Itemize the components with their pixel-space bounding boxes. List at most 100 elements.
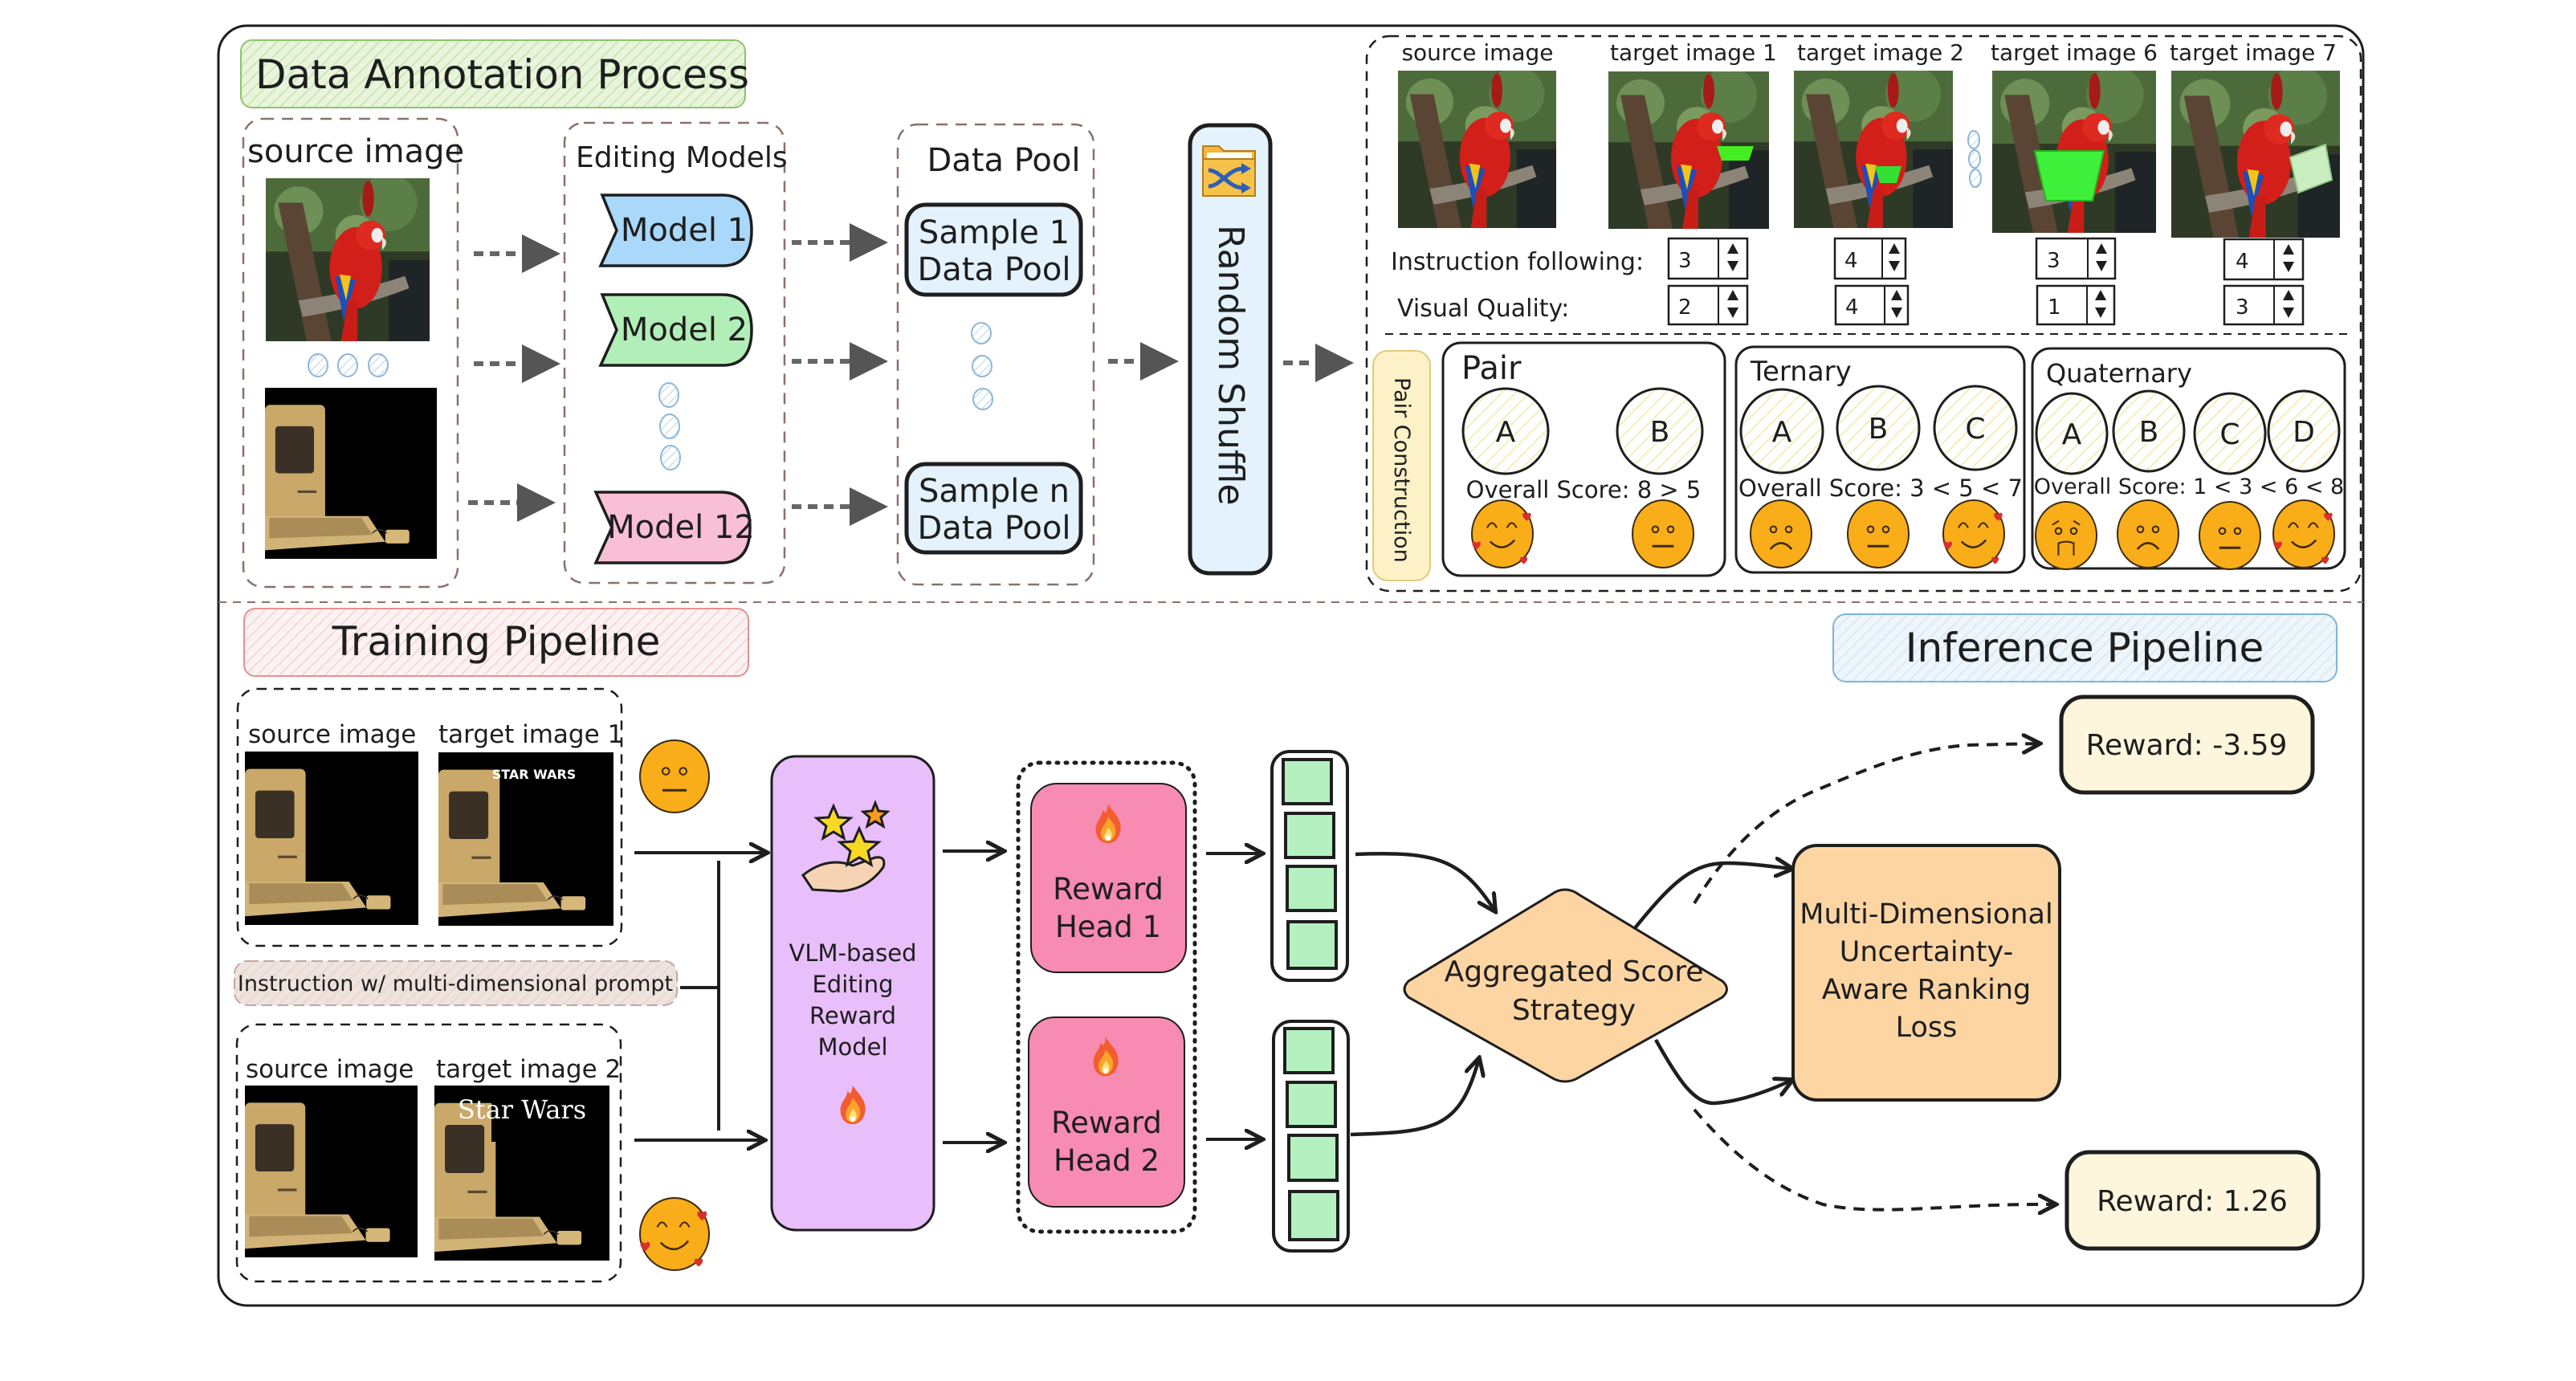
vq-value-target-6: 1 xyxy=(2048,295,2061,320)
training-pair-bottom-box xyxy=(235,1023,622,1283)
target-6-label: target image 6 xyxy=(1991,39,2158,66)
sample-1-line1: Sample 1 xyxy=(919,214,1070,251)
source-parrot-image xyxy=(266,178,430,341)
pair-bottom-source-image xyxy=(245,1086,418,1257)
training-title: Training Pipeline xyxy=(332,618,661,665)
love-face-icon xyxy=(2272,499,2335,568)
instruction-following-label: Instruction following: xyxy=(1391,248,1644,276)
spinner-if-target-7[interactable]: 4 xyxy=(2223,238,2305,281)
vectors-to-aggregate-arrows xyxy=(1350,851,1495,1137)
model-1-label: Model 1 xyxy=(621,212,748,249)
ranking-loss-box: Multi-Dimensional Uncertainty- Aware Ran… xyxy=(1791,844,2061,1102)
sad-face-icon xyxy=(1750,499,1812,568)
candidate-circle xyxy=(2112,389,2186,473)
random-shuffle-label: Random Shuffle xyxy=(1210,225,1251,505)
spinner-arrows-icon[interactable] xyxy=(2283,290,2294,318)
instruction-text: Instruction w/ multi-dimensional prompt xyxy=(238,972,673,996)
worried-face-icon xyxy=(2035,501,2097,570)
candidate-circle xyxy=(1616,387,1704,475)
spinner-arrows-icon[interactable] xyxy=(2283,244,2294,272)
model-12-label: Model 12 xyxy=(607,509,755,546)
love-face-icon xyxy=(639,1197,710,1271)
candidate-circle xyxy=(1739,388,1824,475)
training-pair-top-box xyxy=(236,687,623,947)
score-vector-2 xyxy=(1272,1020,1350,1253)
spinner-arrows-icon[interactable] xyxy=(1727,290,1738,318)
visual-quality-label: Visual Quality: xyxy=(1397,295,1569,323)
vq-value-target-1: 2 xyxy=(1678,295,1692,320)
editing-models-box xyxy=(563,121,786,585)
editing-models-label: Editing Models xyxy=(576,141,788,174)
loss-line-1: Multi-Dimensional xyxy=(1800,898,2052,931)
source-computer-image xyxy=(265,388,437,559)
aggregated-score-strategy: Aggregated Score Strategy xyxy=(1403,888,1728,1083)
model-2-tag: Model 2 xyxy=(598,293,753,367)
spinner-arrows-icon[interactable] xyxy=(2096,243,2107,271)
candidate-label: D xyxy=(2293,416,2315,449)
score-cell xyxy=(1286,1081,1337,1128)
target-2-label: target image 2 xyxy=(1797,39,1964,66)
score-cell xyxy=(1282,758,1333,805)
model-1-tag: Model 1 xyxy=(598,194,753,267)
vq-value-target-7: 3 xyxy=(2236,295,2249,320)
loss-line-3: Aware Ranking xyxy=(1822,974,2031,1006)
rating-source-label: source image xyxy=(1401,39,1553,66)
spinner-if-target-2[interactable]: 4 xyxy=(1833,237,1907,280)
star-wars-logo-overlay: STAR WARS xyxy=(492,767,577,782)
pair-bottom-source-label: source image xyxy=(246,1055,414,1084)
vlm-reward-model: VLM-based Editing Reward Model xyxy=(770,755,935,1232)
source-column-label: source image xyxy=(247,133,464,170)
ellipsis-dots-vertical-models xyxy=(658,382,681,471)
reward-head-2-line1: Reward xyxy=(1051,1106,1162,1140)
neutral-face-icon xyxy=(2199,501,2261,570)
random-shuffle-box: Random Shuffle xyxy=(1188,123,1273,576)
candidate-circle xyxy=(2267,389,2341,473)
if-value-target-6: 3 xyxy=(2047,249,2060,273)
sample-n-line2: Data Pool xyxy=(918,510,1071,547)
pale-green-bucket xyxy=(2289,143,2333,194)
neutral-face-icon xyxy=(1847,499,1910,568)
ellipsis-dots-horizontal xyxy=(308,353,389,377)
spinner-arrows-icon[interactable] xyxy=(1891,290,1902,318)
score-cell xyxy=(1283,1027,1335,1074)
source-column-box xyxy=(242,117,459,589)
pair-construction-label: Pair Construction xyxy=(1389,377,1414,563)
candidate-label: A xyxy=(1772,416,1792,449)
quaternary-group: Quaternary A B C D Overall Score: 1 < 3 … xyxy=(2031,347,2346,570)
green-bowl-small xyxy=(1717,146,1754,161)
annotation-title: Data Annotation Process xyxy=(255,51,749,98)
spinner-vq-target-1[interactable]: 2 xyxy=(1667,284,1749,326)
candidate-circle xyxy=(2193,392,2267,475)
quaternary-score: Overall Score: 1 < 3 < 6 < 8 xyxy=(2034,475,2344,499)
vlm-line-3: Reward xyxy=(809,1002,896,1029)
neutral-face-icon xyxy=(1632,499,1694,568)
spinner-vq-target-2[interactable]: 4 xyxy=(1834,284,1910,326)
spinner-arrows-icon[interactable] xyxy=(1889,243,1900,271)
quaternary-title: Quaternary xyxy=(2046,358,2192,389)
spinner-if-target-6[interactable]: 3 xyxy=(2035,237,2117,280)
spinner-vq-target-6[interactable]: 1 xyxy=(2036,284,2116,326)
candidate-circle xyxy=(2035,392,2109,475)
model-2-label: Model 2 xyxy=(621,312,748,348)
spinner-arrows-icon[interactable] xyxy=(2095,290,2106,318)
green-bowl-large xyxy=(2033,150,2105,202)
spinner-vq-target-7[interactable]: 3 xyxy=(2223,284,2305,326)
love-face-icon xyxy=(1942,499,2005,568)
aggregated-line1: Aggregated Score xyxy=(1445,955,1704,988)
if-value-target-2: 4 xyxy=(1844,249,1858,273)
inference-output-arrows xyxy=(1693,743,2056,1210)
ellipsis-dots-vertical-pool xyxy=(971,322,993,410)
spinner-if-target-1[interactable]: 3 xyxy=(1667,237,1749,280)
data-pool-label: Data Pool xyxy=(927,142,1081,179)
reward-head-2: Reward Head 2 xyxy=(1028,1016,1185,1208)
score-cell xyxy=(1287,1134,1339,1182)
spinner-arrows-icon[interactable] xyxy=(1727,243,1738,271)
reward-head-1: Reward Head 1 xyxy=(1030,783,1187,973)
inference-title-box xyxy=(1832,613,2338,682)
ternary-title: Ternary xyxy=(1750,356,1852,388)
shuffle-folder-icon xyxy=(1202,145,1256,197)
loss-line-4: Loss xyxy=(1896,1012,1958,1044)
model-12-tag: Model 12 xyxy=(593,491,755,564)
training-title-box xyxy=(243,608,749,677)
aggregated-line2: Strategy xyxy=(1512,994,1636,1027)
